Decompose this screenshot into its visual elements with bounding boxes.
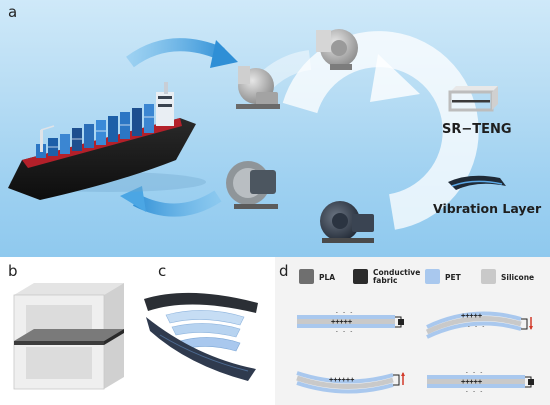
panel-d-working-principle: d PLA Conductive fabric PET Silicone bbox=[275, 257, 550, 405]
legend-swatch-silicone bbox=[481, 269, 496, 284]
energy-cycle-arc bbox=[246, 31, 479, 230]
legend-label-pet: PET bbox=[445, 273, 461, 282]
state-2-bottom-charges: - - - bbox=[467, 323, 486, 330]
state-1-bottom-charges: - - - bbox=[335, 328, 354, 335]
state-2-bent bbox=[425, 311, 533, 339]
state-3-charges: ++++++ bbox=[329, 376, 355, 384]
vibration-layer-icon bbox=[448, 175, 506, 190]
legend-label-silicone: Silicone bbox=[501, 273, 535, 282]
state-4-top-charges: - - - bbox=[465, 369, 484, 376]
panel-c-layer-stack: c bbox=[140, 257, 275, 405]
vibration-layer-label: Vibration Layer bbox=[433, 201, 542, 216]
panel-a-scene: a SR−TENG Vibration Layer bbox=[0, 0, 550, 257]
panel-a-illustration bbox=[8, 29, 506, 243]
vibration-layer-stack-render bbox=[144, 292, 258, 381]
centrifugal-fan-left-icon bbox=[236, 66, 280, 109]
panel-letter-c: c bbox=[158, 262, 167, 280]
srteng-label: SR−TENG bbox=[442, 122, 512, 137]
ring-blower-icon bbox=[226, 161, 278, 209]
panel-letter-d: d bbox=[279, 262, 289, 280]
state-4-flat bbox=[427, 375, 534, 388]
srteng-frame-render bbox=[13, 283, 124, 390]
state-1-top-charges: - - - bbox=[335, 309, 354, 316]
legend-swatch-pet bbox=[425, 269, 440, 284]
panel-b-device-render: b bbox=[0, 257, 140, 405]
legend-swatch-pla bbox=[299, 269, 314, 284]
state-3-bent bbox=[296, 371, 405, 394]
state-2-top-charges: +++++ bbox=[461, 312, 483, 320]
arrow-bottom-icon bbox=[120, 186, 222, 217]
legend-label-conductive-fabric: Conductive fabric bbox=[373, 268, 421, 285]
state-4-middle-charges: +++++ bbox=[461, 378, 483, 386]
state-1-flat bbox=[297, 315, 404, 328]
legend-label-pla: PLA bbox=[319, 273, 336, 282]
centrifugal-fan-white-icon bbox=[316, 29, 358, 70]
panel-letter-b: b bbox=[8, 262, 18, 280]
panel-letter-a: a bbox=[8, 3, 18, 21]
blower-dark-icon bbox=[320, 201, 374, 243]
arrow-top-icon bbox=[126, 38, 238, 68]
charge-transfer-states bbox=[296, 311, 534, 394]
state-4-bottom-charges: - - - bbox=[465, 388, 484, 395]
container-ship-illustration bbox=[8, 82, 206, 200]
srteng-device-icon bbox=[448, 86, 498, 112]
legend-swatch-conductive-fabric bbox=[353, 269, 368, 284]
state-1-middle-charges: +++++ bbox=[331, 318, 353, 326]
